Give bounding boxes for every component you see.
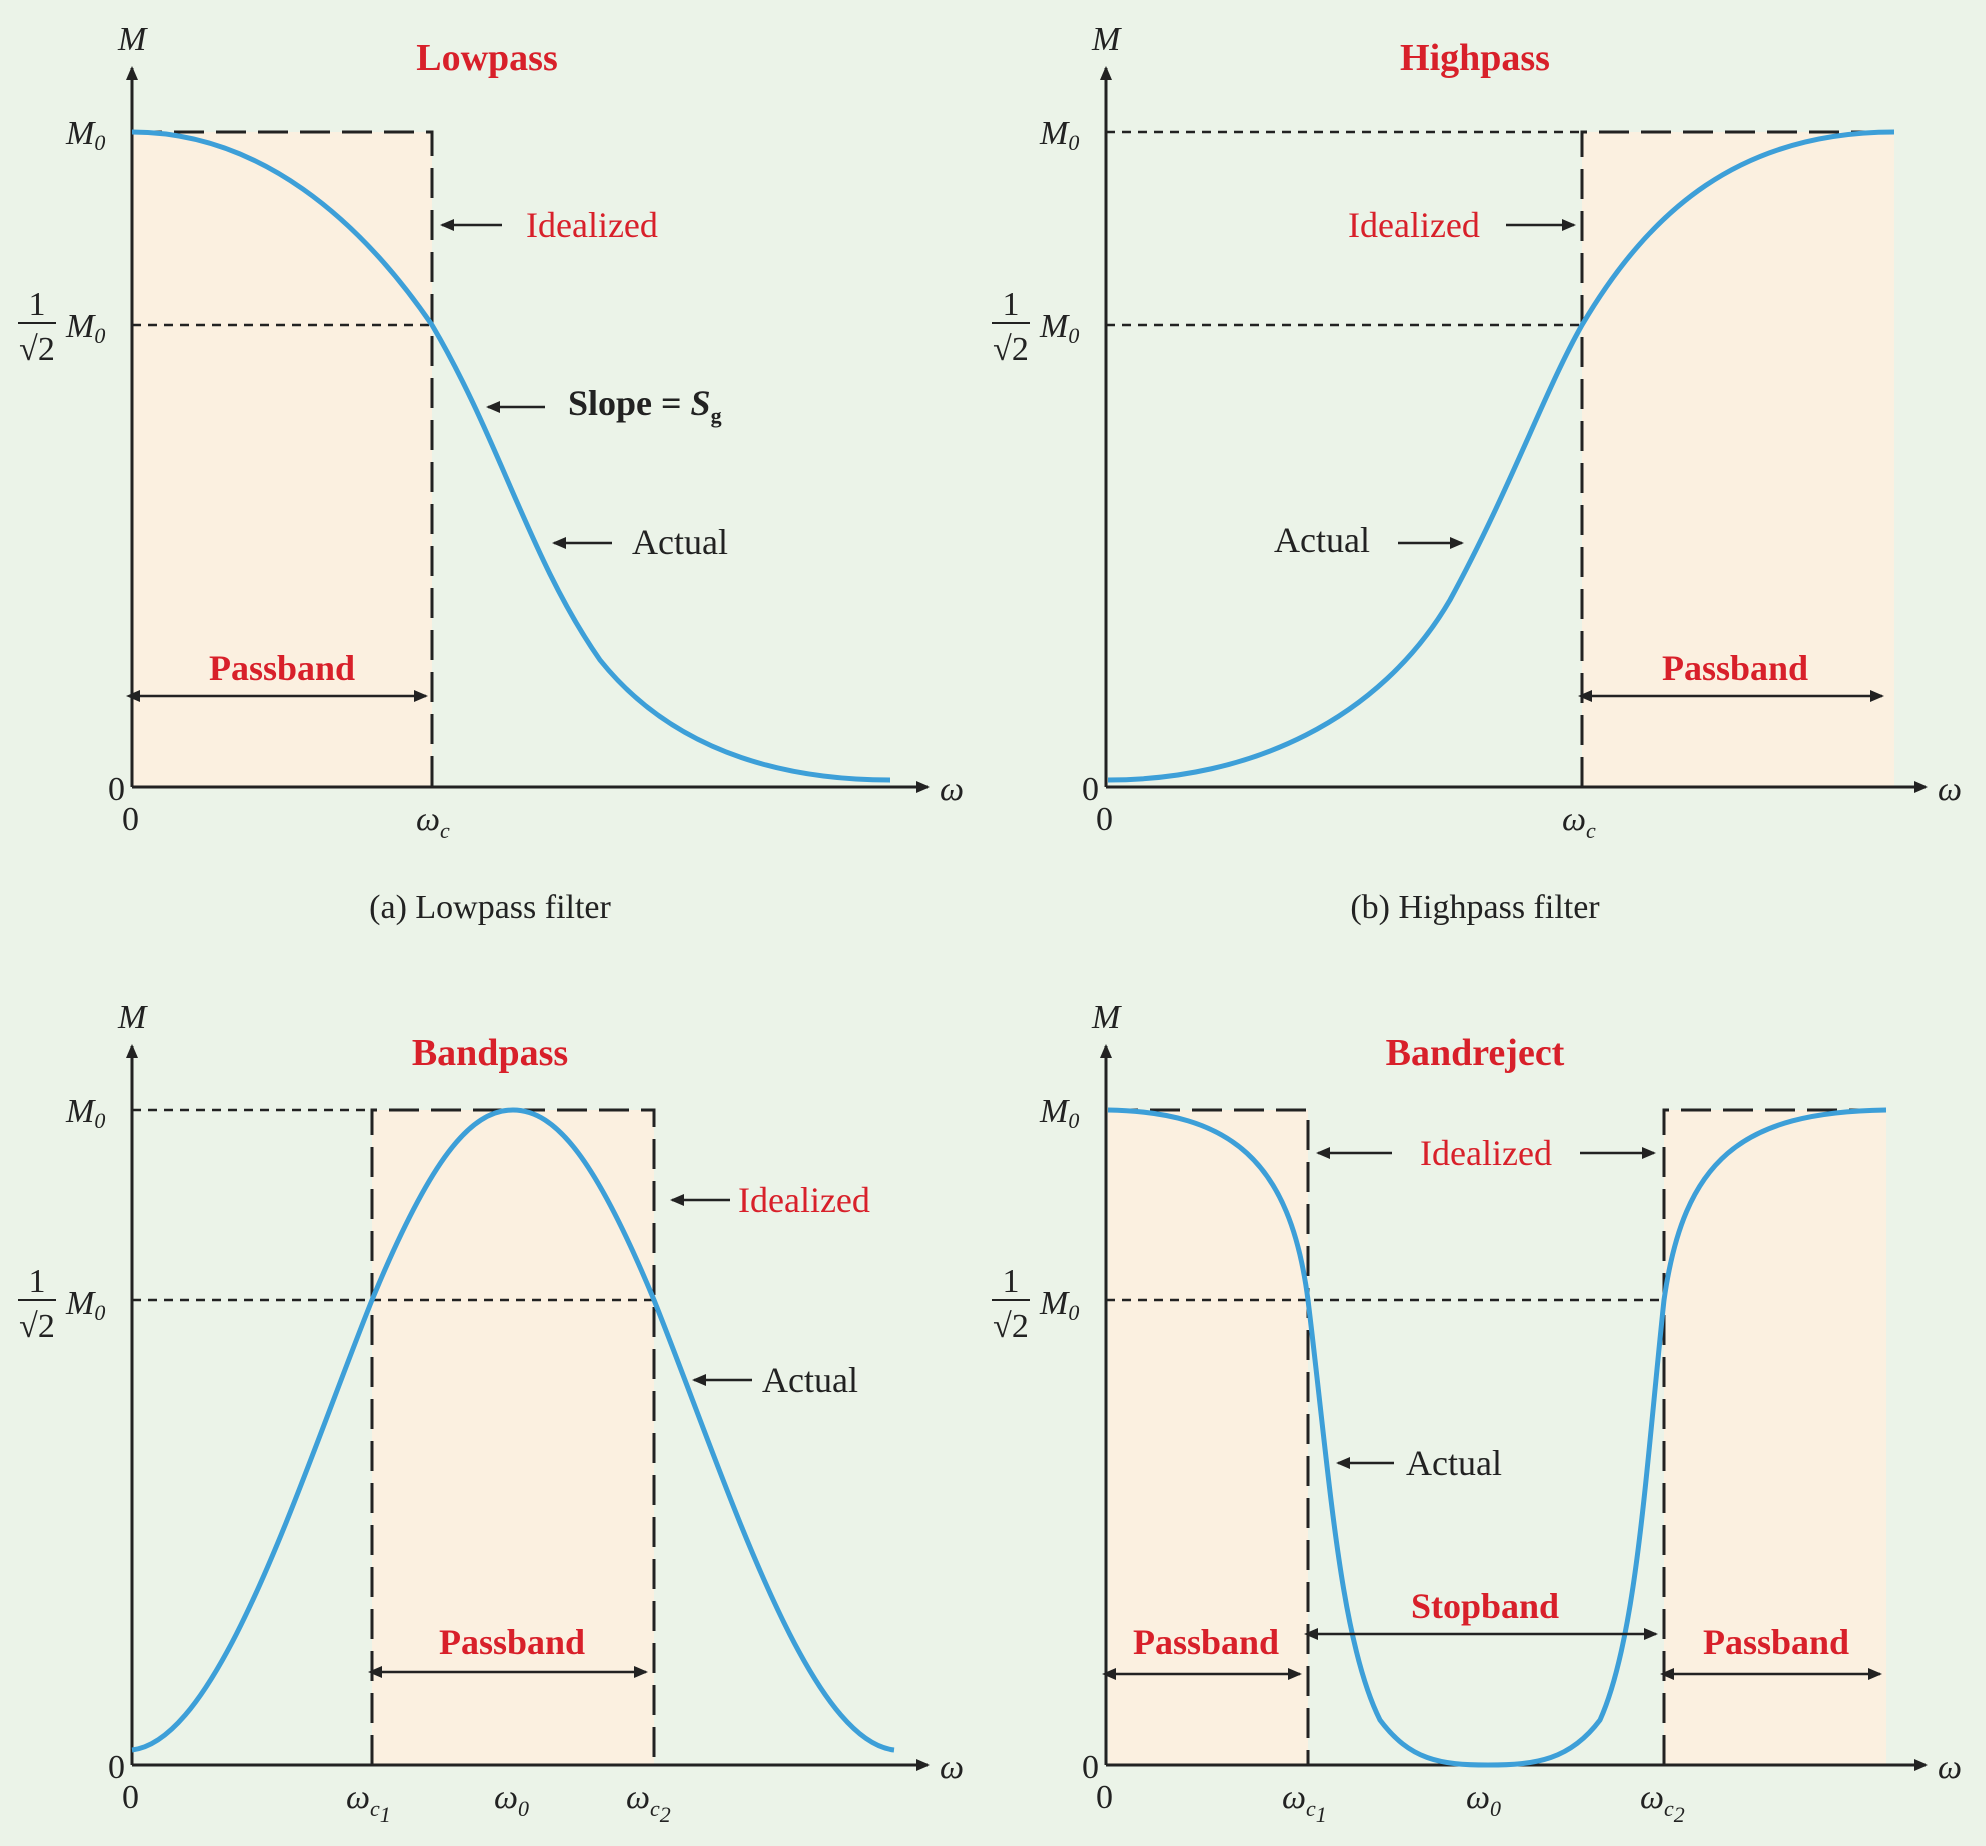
tick-m0: M0 <box>1039 115 1079 155</box>
x-axis-label: ω <box>1938 1749 1962 1786</box>
passband-label-right: Passband <box>1703 1622 1849 1662</box>
y-axis-label: M <box>1091 21 1122 58</box>
panel-bandreject: M ω Bandreject M0 1 √2 M0 0 0 ωc1 ω0 ωc2… <box>992 999 1962 1827</box>
tick-x-zero: 0 <box>1096 1779 1113 1816</box>
tick-omega-c1: ωc1 <box>346 1779 391 1827</box>
svg-text:M0: M0 <box>65 308 105 348</box>
svg-text:√2: √2 <box>993 331 1029 368</box>
x-axis-label: ω <box>940 771 964 808</box>
tick-omega-c2: ωc2 <box>626 1779 671 1827</box>
passband-label-left: Passband <box>1133 1622 1279 1662</box>
tick-m0: M0 <box>65 1093 105 1133</box>
tick-half-power: 1 √2 M0 <box>992 1263 1079 1345</box>
stopband-label: Stopband <box>1411 1586 1559 1626</box>
x-axis-label: ω <box>1938 771 1962 808</box>
tick-m0: M0 <box>65 115 105 155</box>
actual-response <box>1107 129 1895 783</box>
panel-caption: (a) Lowpass filter <box>369 889 611 926</box>
passband-label: Passband <box>439 1622 585 1662</box>
actual-label: Actual <box>1274 520 1370 560</box>
svg-text:1: 1 <box>29 1263 46 1300</box>
svg-text:M0: M0 <box>1039 1285 1079 1325</box>
tick-half-power: 1 √2 M0 <box>18 286 105 368</box>
tick-y-zero: 0 <box>1082 771 1099 808</box>
y-axis-label: M <box>1091 999 1122 1036</box>
svg-text:1: 1 <box>29 286 46 323</box>
tick-omega-0: ω0 <box>494 1779 529 1821</box>
actual-response <box>131 129 891 783</box>
tick-y-zero: 0 <box>108 1749 125 1786</box>
idealized-label: Idealized <box>738 1180 870 1220</box>
actual-response <box>1107 1107 1887 1768</box>
panel-title: Highpass <box>1400 37 1550 79</box>
tick-half-power: 1 √2 M0 <box>18 1263 105 1345</box>
svg-text:√2: √2 <box>19 1308 55 1345</box>
tick-y-zero: 0 <box>1082 1749 1099 1786</box>
idealized-label: Idealized <box>526 205 658 245</box>
panel-highpass: M ω Highpass M0 1 √2 M0 0 0 ωc Idealized… <box>992 21 1962 926</box>
actual-response <box>131 1107 895 1753</box>
idealized-response-right <box>1662 1108 1886 1765</box>
passband-region <box>1582 132 1894 787</box>
idealized-response <box>132 130 434 787</box>
panel-bandpass: M ω Bandpass M0 1 √2 M0 0 0 ωc1 ω0 ωc2 I… <box>18 999 964 1827</box>
svg-text:1: 1 <box>1003 286 1020 323</box>
passband-region-left <box>1108 1110 1308 1765</box>
panel-title: Bandreject <box>1386 1032 1565 1074</box>
tick-omega-0: ω0 <box>1466 1779 1501 1821</box>
tick-omega-c: ωc <box>1562 801 1596 843</box>
idealized-response-left <box>1108 1108 1310 1765</box>
tick-x-zero: 0 <box>122 801 139 838</box>
y-axis-label: M <box>117 999 148 1036</box>
panel-title: Bandpass <box>412 1032 568 1074</box>
actual-label: Actual <box>1406 1443 1502 1483</box>
tick-omega-c2: ωc2 <box>1640 1779 1685 1827</box>
tick-omega-c1: ωc1 <box>1282 1779 1327 1827</box>
passband-region <box>132 132 432 787</box>
svg-text:√2: √2 <box>19 331 55 368</box>
x-axis-label: ω <box>940 1749 964 1786</box>
svg-text:1: 1 <box>1003 1263 1020 1300</box>
y-axis-label: M <box>117 21 148 58</box>
idealized-label: Idealized <box>1348 205 1480 245</box>
svg-text:√2: √2 <box>993 1308 1029 1345</box>
panel-caption: (b) Highpass filter <box>1350 889 1600 926</box>
tick-m0: M0 <box>1039 1093 1079 1133</box>
tick-x-zero: 0 <box>122 1779 139 1816</box>
idealized-response <box>1580 130 1894 787</box>
idealized-response <box>370 1108 656 1765</box>
passband-region-right <box>1664 1110 1886 1765</box>
passband-region <box>372 1110 654 1765</box>
panel-title: Lowpass <box>416 37 558 79</box>
panel-lowpass: M ω Lowpass M0 1 √2 M0 0 0 ωc Idealized … <box>18 21 964 926</box>
tick-half-power: 1 √2 M0 <box>992 286 1079 368</box>
svg-text:M0: M0 <box>1039 308 1079 348</box>
actual-label: Actual <box>632 522 728 562</box>
tick-y-zero: 0 <box>108 771 125 808</box>
slope-label: Slope = Sg <box>568 383 722 428</box>
passband-label: Passband <box>209 648 355 688</box>
passband-label: Passband <box>1662 648 1808 688</box>
actual-label: Actual <box>762 1360 858 1400</box>
svg-text:M0: M0 <box>65 1285 105 1325</box>
idealized-label: Idealized <box>1420 1133 1552 1173</box>
tick-omega-c: ωc <box>416 801 450 843</box>
tick-x-zero: 0 <box>1096 801 1113 838</box>
